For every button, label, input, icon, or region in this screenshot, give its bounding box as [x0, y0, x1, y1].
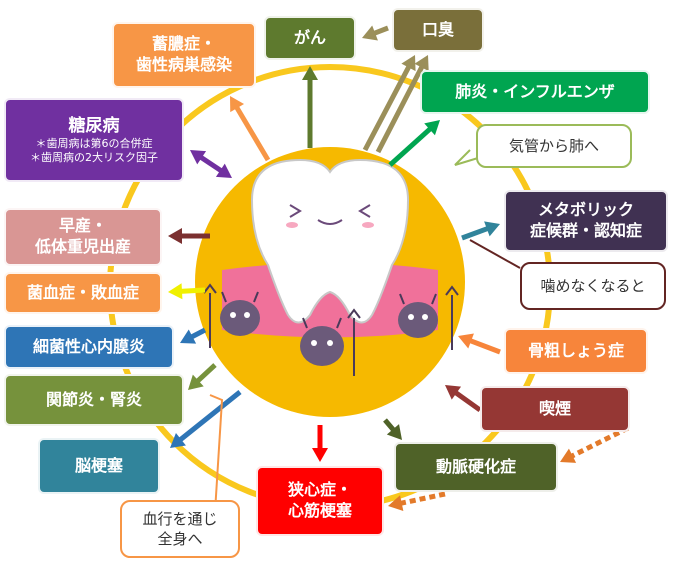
arrow-to-tounyou — [190, 150, 232, 178]
arrow-to-kansetsu — [188, 363, 217, 390]
germ-icon — [300, 308, 361, 376]
node-saikin: 細菌性心内膜炎 — [4, 325, 174, 369]
germ-icon — [203, 283, 260, 348]
tooth-blush-left — [286, 222, 298, 228]
arrow-to-metabo — [461, 221, 500, 241]
node-koushuu-label: 口臭 — [421, 19, 454, 39]
node-metabo-line2: 症候群・認知症 — [529, 221, 642, 240]
node-koushuu: 口臭 — [392, 8, 484, 52]
arrow-from-kotsuso — [458, 333, 501, 355]
callout-tail-kikan — [454, 149, 479, 166]
node-haien: 肺炎・インフルエンザ — [420, 70, 650, 114]
germ-group — [203, 283, 459, 376]
arrow-kitsuen-doumyaku — [560, 425, 630, 463]
arrow-to-doumyaku — [383, 418, 402, 440]
arrow-koushuu-a — [362, 55, 416, 152]
node-doumyaku-label: 動脈硬化症 — [435, 456, 516, 476]
arrow-doumyaku-kyoushin — [388, 491, 446, 511]
tooth-blush-right — [362, 222, 374, 228]
node-kyoushin-line2: 心筋梗塞 — [287, 501, 352, 520]
node-doumyaku: 動脈硬化症 — [394, 442, 558, 492]
arrow-from-kitsuen — [445, 385, 482, 413]
arrow-to-gan — [302, 66, 318, 148]
arrow-to-haien — [388, 120, 440, 167]
node-gan: がん — [264, 16, 356, 60]
callout-kekkou-line1: 血行を通じ — [142, 509, 218, 528]
node-kitsuen: 喫煙 — [480, 386, 630, 432]
node-metabo: メタボリック 症候群・認知症 — [504, 190, 668, 252]
arrow-gan-koushuu — [362, 25, 389, 41]
arrow-to-sozan — [168, 228, 210, 244]
node-tounyou-sub1: ＊歯周病は第6の合併症 — [35, 136, 153, 150]
callout-kamenai-label: 噛めなくなると — [540, 276, 646, 295]
node-metabo-line1: メタボリック — [537, 200, 634, 220]
callout-kamenai: 噛めなくなると — [520, 262, 666, 310]
arrow-to-nokousoku — [170, 390, 242, 448]
arrow-group — [168, 25, 630, 511]
node-saikin-label: 細菌性心内膜炎 — [32, 336, 145, 356]
node-kyoushin: 狭心症・ 心筋梗塞 — [256, 466, 384, 536]
node-sozan-line2: 低体重児出産 — [34, 237, 131, 256]
node-kotsuso: 骨粗しょう症 — [504, 328, 648, 374]
callout-kikan-label: 気管から肺へ — [508, 136, 599, 155]
arrow-to-chikunou — [230, 96, 271, 162]
node-chikunou-line2: 歯性病巣感染 — [135, 55, 232, 74]
node-tounyou-title: 糖尿病 — [68, 115, 120, 136]
arrow-to-saikin — [180, 327, 207, 344]
callout-kekkou: 血行を通じ 全身へ — [120, 500, 240, 558]
node-kansetsu-label: 関節炎・腎炎 — [45, 389, 142, 409]
node-kitsuen-label: 喫煙 — [538, 398, 571, 418]
arrow-to-kinketsu — [168, 283, 206, 300]
node-nokousoku: 脳梗塞 — [38, 438, 160, 494]
node-kansetsu: 関節炎・腎炎 — [4, 374, 184, 426]
node-sozan-line1: 早産・ — [58, 216, 107, 236]
node-tounyou: 糖尿病 ＊歯周病は第6の合併症 ＊歯周病の2大リスク因子 — [4, 98, 184, 182]
node-kyoushin-line1: 狭心症・ — [287, 480, 352, 500]
callout-tail-kekkou — [209, 394, 224, 513]
node-kinketsu: 菌血症・敗血症 — [4, 272, 162, 314]
callout-kekkou-line2: 全身へ — [157, 530, 203, 548]
callout-tail-kamenai — [469, 239, 521, 269]
node-kinketsu-label: 菌血症・敗血症 — [26, 282, 139, 302]
callout-kikan: 気管から肺へ — [476, 124, 632, 168]
node-tounyou-sub2: ＊歯周病の2大リスク因子 — [30, 151, 158, 165]
tooth-face-icon — [289, 204, 371, 225]
node-chikunou-line1: 蓄膿症・ — [151, 34, 216, 54]
node-nokousoku-label: 脳梗塞 — [74, 455, 123, 475]
arrow-to-kyoushin — [312, 425, 328, 462]
node-sozan: 早産・ 低体重児出産 — [4, 208, 162, 266]
node-gan-label: がん — [293, 27, 326, 47]
node-haien-label: 肺炎・インフルエンザ — [455, 81, 615, 101]
germ-icon — [398, 285, 459, 350]
node-kotsuso-label: 骨粗しょう症 — [527, 340, 624, 360]
arrow-koushuu-b — [375, 55, 429, 154]
tooth-icon — [250, 158, 410, 324]
node-chikunou: 蓄膿症・ 歯性病巣感染 — [112, 22, 256, 88]
